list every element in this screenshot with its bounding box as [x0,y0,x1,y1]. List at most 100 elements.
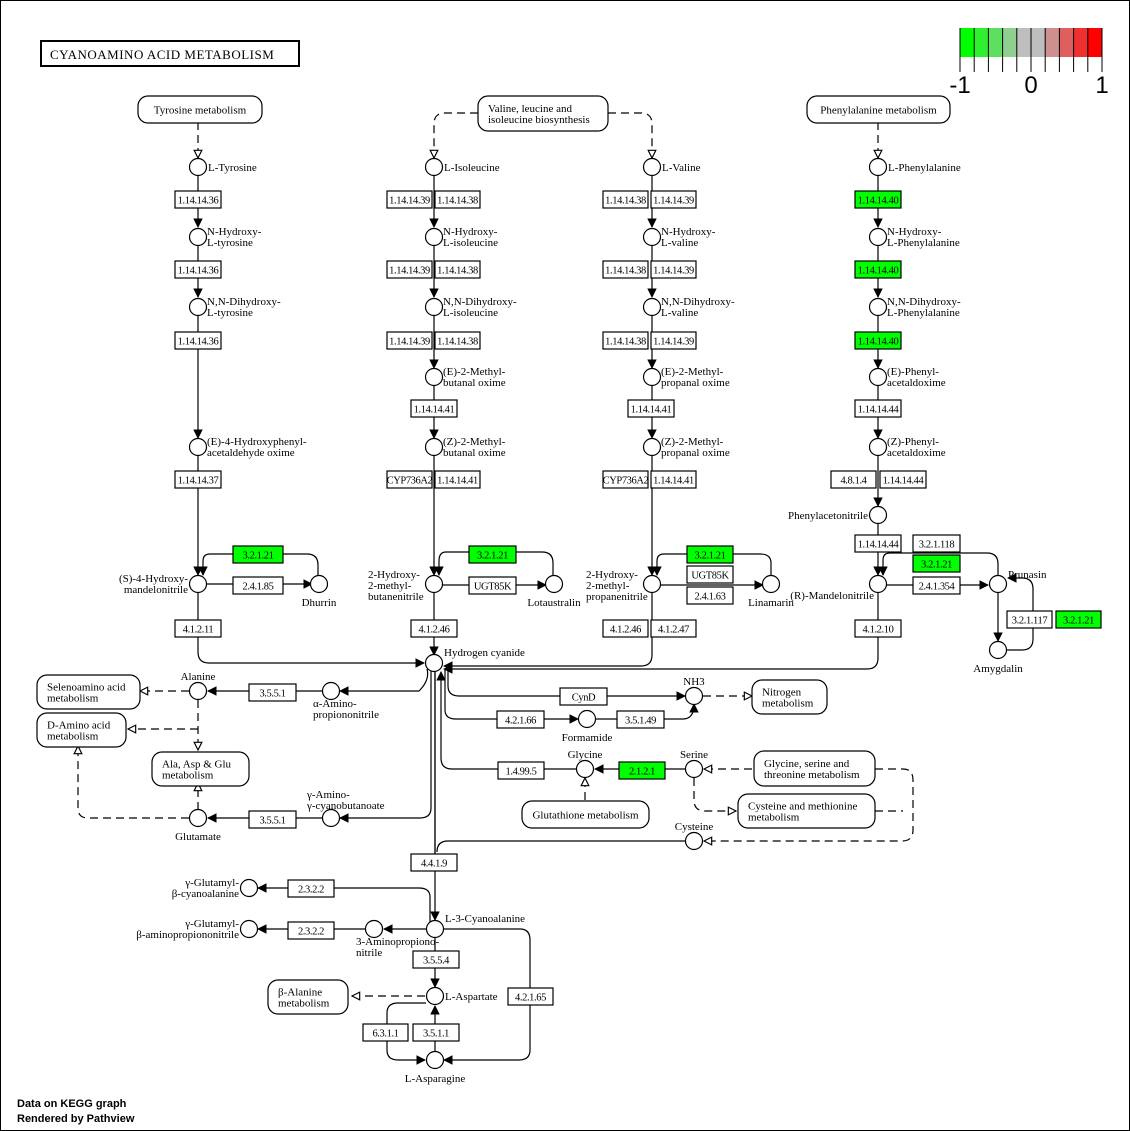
enzyme-node[interactable]: 1.14.14.38 [434,190,481,209]
enzyme-node[interactable]: 3.5.5.1 [248,810,297,829]
compound-node[interactable]: L-3-Cyanoalanine [425,913,526,939]
enzyme-node[interactable]: 3.5.5.1 [248,683,297,702]
compound-node[interactable]: N,N-Dihydroxy-L-valine [642,296,735,319]
compound-node[interactable]: N,N-Dihydroxy-L-tyrosine [188,296,281,319]
compound-node[interactable]: (Z)-2-Methyl-butanal oxime [424,436,506,459]
enzyme-node[interactable]: 3.2.1.21 [912,554,961,573]
compound-node[interactable]: Prunasin [988,569,1048,594]
compound-node[interactable]: N-Hydroxy-L-Phenylalanine [868,226,960,249]
compound-node[interactable]: (E)-2-Methyl-propanal oxime [642,366,730,389]
enzyme-node[interactable]: 1.14.14.39 [386,260,433,279]
enzyme-node[interactable]: 1.14.14.37 [174,470,222,489]
compound-node[interactable]: L-Aspartate [425,986,498,1006]
compound-node[interactable]: L-Tyrosine [188,157,257,177]
compound-node[interactable]: Phenylacetonitrile [788,505,888,525]
compound-node[interactable]: L-Phenylalanine [868,157,961,177]
pathway-map-link[interactable]: Glutathione metabolism [521,800,650,829]
enzyme-node[interactable]: 1.14.14.41 [434,470,481,489]
compound-node[interactable]: Amygdalin [973,640,1023,676]
enzyme-node[interactable]: 1.14.14.39 [650,190,697,209]
enzyme-node[interactable]: 1.14.14.36 [174,190,222,209]
enzyme-node[interactable]: 3.2.1.118 [912,534,961,553]
enzyme-node[interactable]: 1.14.14.39 [650,331,697,350]
enzyme-node[interactable]: UGT85K [686,565,734,584]
compound-node[interactable]: Formamide [562,709,613,745]
compound-node[interactable]: Linamarin [748,574,794,610]
enzyme-node[interactable]: 3.2.1.21 [1055,610,1102,629]
enzyme-node[interactable]: 1.14.14.41 [627,399,675,418]
enzyme-node[interactable]: 1.14.14.41 [650,470,697,489]
enzyme-node[interactable]: 1.14.14.38 [434,260,481,279]
enzyme-node[interactable]: 1.14.14.39 [650,260,697,279]
compound-node[interactable]: Lotaustralin [527,574,581,610]
compound-node[interactable]: N-Hydroxy-L-valine [642,226,716,249]
enzyme-node[interactable]: 4.2.1.66 [496,710,545,729]
enzyme-node[interactable]: CYP736A2 [602,470,649,489]
enzyme-node[interactable]: 2.4.1.354 [912,576,961,595]
enzyme-node[interactable]: 1.14.14.40 [854,331,902,350]
enzyme-node[interactable]: 4.1.2.47 [650,619,697,638]
enzyme-node[interactable]: 3.5.5.4 [412,950,460,969]
compound-node[interactable]: Alanine [181,671,216,701]
compound-node[interactable]: N-Hydroxy-L-isoleucine [424,226,499,249]
compound-node[interactable]: Serine [680,749,708,779]
compound-node[interactable]: (Z)-Phenyl-acetaldoxime [868,436,946,459]
enzyme-node[interactable]: 3.2.1.21 [232,545,284,564]
enzyme-node[interactable]: 1.14.14.38 [602,190,649,209]
enzyme-node[interactable]: 1.14.14.38 [434,331,481,350]
enzyme-node[interactable]: 4.1.2.46 [410,619,458,638]
compound-node[interactable]: γ-Glutamyl-β-aminopropiononitrile [136,918,259,941]
enzyme-node[interactable]: 1.14.14.39 [386,331,433,350]
enzyme-node[interactable]: 4.2.1.65 [507,987,554,1006]
compound-node[interactable]: N,N-Dihydroxy-L-Phenylalanine [868,296,961,319]
compound-node[interactable]: L-Valine [642,157,701,177]
enzyme-node[interactable]: 4.1.2.10 [854,619,902,638]
compound-node[interactable]: N-Hydroxy-L-tyrosine [188,226,262,249]
compound-node[interactable]: Glutamate [175,808,221,844]
compound-node[interactable]: (R)-Mandelonitrile [790,574,888,603]
enzyme-node[interactable]: 1.14.14.40 [854,190,902,209]
enzyme-node[interactable]: 2.4.1.85 [232,576,284,595]
enzyme-node[interactable]: 2.3.2.2 [287,879,335,898]
compound-node[interactable]: (E)-4-Hydroxyphenyl-acetaldehyde oxime [188,436,307,459]
enzyme-node[interactable]: 4.4.1.9 [410,853,458,872]
enzyme-node[interactable]: 1.14.14.44 [854,534,902,553]
enzyme-node[interactable]: 1.4.99.5 [497,761,545,780]
enzyme-node[interactable]: 1.14.14.41 [410,399,458,418]
enzyme-node[interactable]: 3.2.1.117 [1006,610,1053,629]
enzyme-node[interactable]: 1.14.14.38 [602,331,649,350]
enzyme-node[interactable]: 4.1.2.46 [602,619,649,638]
enzyme-node[interactable]: 1.14.14.44 [879,470,927,489]
compound-node[interactable]: (S)-4-Hydroxy-mandelonitrile [119,573,208,596]
enzyme-node[interactable]: 2.3.2.2 [287,921,335,940]
enzyme-node[interactable]: 1.14.14.36 [174,260,222,279]
enzyme-node[interactable]: 3.2.1.21 [686,545,734,564]
enzyme-node[interactable]: UGT85K [468,576,517,595]
enzyme-node[interactable]: 3.2.1.21 [468,545,517,564]
compound-node[interactable]: L-Isoleucine [424,157,500,177]
enzyme-node[interactable]: 1.14.14.39 [386,190,433,209]
compound-node[interactable]: 2-Hydroxy-2-methyl-propanenitrile [586,569,662,603]
compound-node[interactable]: (Z)-2-Methyl-propanal oxime [642,436,730,459]
compound-node[interactable]: (E)-2-Methyl-butanal oxime [424,366,506,389]
enzyme-node[interactable]: 1.14.14.44 [854,399,902,418]
enzyme-node[interactable]: CynD [559,687,608,706]
enzyme-node[interactable]: 4.8.1.4 [830,470,877,489]
enzyme-node[interactable]: 2.4.1.63 [686,586,734,605]
enzyme-node[interactable]: 2.1.2.1 [618,761,666,780]
pathway-map-link[interactable]: Phenylalanine metabolism [806,95,951,124]
enzyme-node[interactable]: 3.5.1.1 [412,1023,460,1042]
compound-node[interactable]: 2-Hydroxy-2-methyl-butanenitrile [368,569,444,603]
compound-node[interactable]: Cysteine [675,821,714,851]
compound-node[interactable]: (E)-Phenyl-acetaldoxime [868,366,946,389]
enzyme-node[interactable]: 1.14.14.38 [602,260,649,279]
compound-node[interactable]: Dhurrin [302,574,337,610]
pathway-map-link[interactable]: Tyrosine metabolism [137,95,263,124]
